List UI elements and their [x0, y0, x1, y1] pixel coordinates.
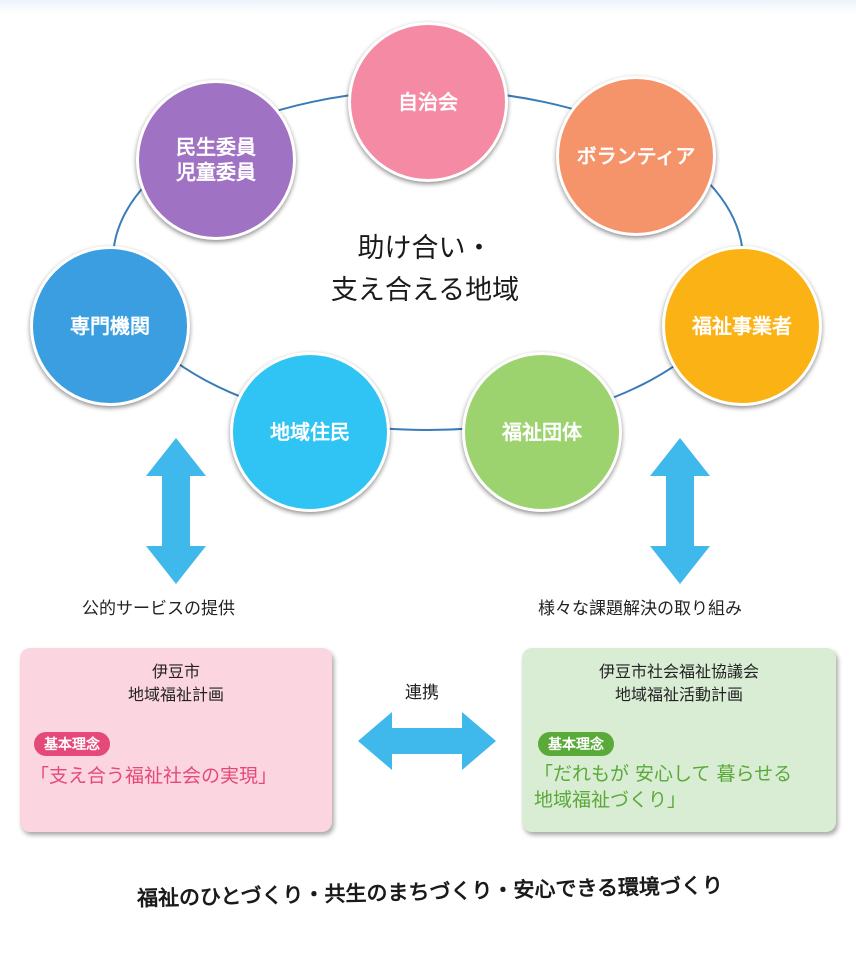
left-box-title-line1: 伊豆市 — [151, 662, 200, 681]
caption-right: 様々な課題解決の取り組み — [538, 599, 742, 619]
left-box-title-line2: 地域福祉計画 — [127, 685, 224, 705]
left-box-motto: 「支え合う福祉社会の実現」 — [30, 765, 278, 787]
center-title: 助け合い・ 支え合える地域 — [260, 228, 590, 312]
node-chiiki-jumin-label: 地域住民 — [270, 419, 350, 444]
node-volunteer: ボランティア — [556, 76, 716, 236]
horizontal-double-arrow — [358, 712, 496, 770]
right-box-badge: 基本理念 — [538, 732, 614, 756]
node-jichikai: 自治会 — [348, 22, 508, 182]
node-fukushi-jigyosha: 福祉事業者 — [662, 246, 822, 406]
node-fukushi-dantai: 福祉団体 — [462, 352, 622, 512]
node-minsei-iin-line2: 児童委員 — [176, 160, 256, 184]
node-minsei-iin: 民生委員 児童委員 — [136, 80, 296, 240]
right-plan-box: 伊豆市社会福祉協議会 地域福祉活動計画 基本理念 「だれもが 安心して 暮らせる… — [522, 648, 836, 832]
center-title-line1: 助け合い・ — [357, 233, 493, 264]
left-double-arrow — [146, 438, 206, 584]
right-box-title: 伊豆市社会福祉協議会 地域福祉活動計画 — [522, 660, 836, 706]
right-box-title-line2: 地域福祉活動計画 — [614, 685, 743, 705]
right-double-arrow — [650, 438, 710, 584]
left-box-title: 伊豆市 地域福祉計画 — [20, 660, 332, 706]
left-plan-box: 伊豆市 地域福祉計画 基本理念 「支え合う福祉社会の実現」 — [20, 648, 332, 832]
node-volunteer-label: ボランティア — [576, 143, 696, 168]
node-senmon-kikan: 専門機関 — [30, 246, 190, 406]
right-box-motto-line2: 地域福祉づくり」 — [534, 788, 687, 811]
caption-left: 公的サービスの提供 — [82, 599, 235, 619]
link-label: 連携 — [405, 683, 439, 703]
node-senmon-kikan-label: 専門機関 — [70, 313, 150, 338]
right-box-motto: 「だれもが 安心して 暮らせる 地域福祉づくり」 — [534, 762, 792, 813]
right-box-title-line1: 伊豆市社会福祉協議会 — [598, 662, 759, 681]
top-fade — [0, 0, 856, 14]
left-box-badge: 基本理念 — [34, 732, 110, 756]
node-minsei-iin-label: 民生委員 児童委員 — [176, 135, 256, 185]
node-jichikai-label: 自治会 — [398, 89, 458, 114]
node-minsei-iin-line1: 民生委員 — [176, 135, 256, 159]
node-fukushi-dantai-label: 福祉団体 — [502, 419, 582, 444]
node-chiiki-jumin: 地域住民 — [230, 352, 390, 512]
center-title-line2: 支え合える地域 — [330, 274, 520, 306]
right-box-motto-line1: 「だれもが 安心して 暮らせる — [534, 763, 793, 785]
node-fukushi-jigyosha-label: 福祉事業者 — [692, 313, 792, 338]
